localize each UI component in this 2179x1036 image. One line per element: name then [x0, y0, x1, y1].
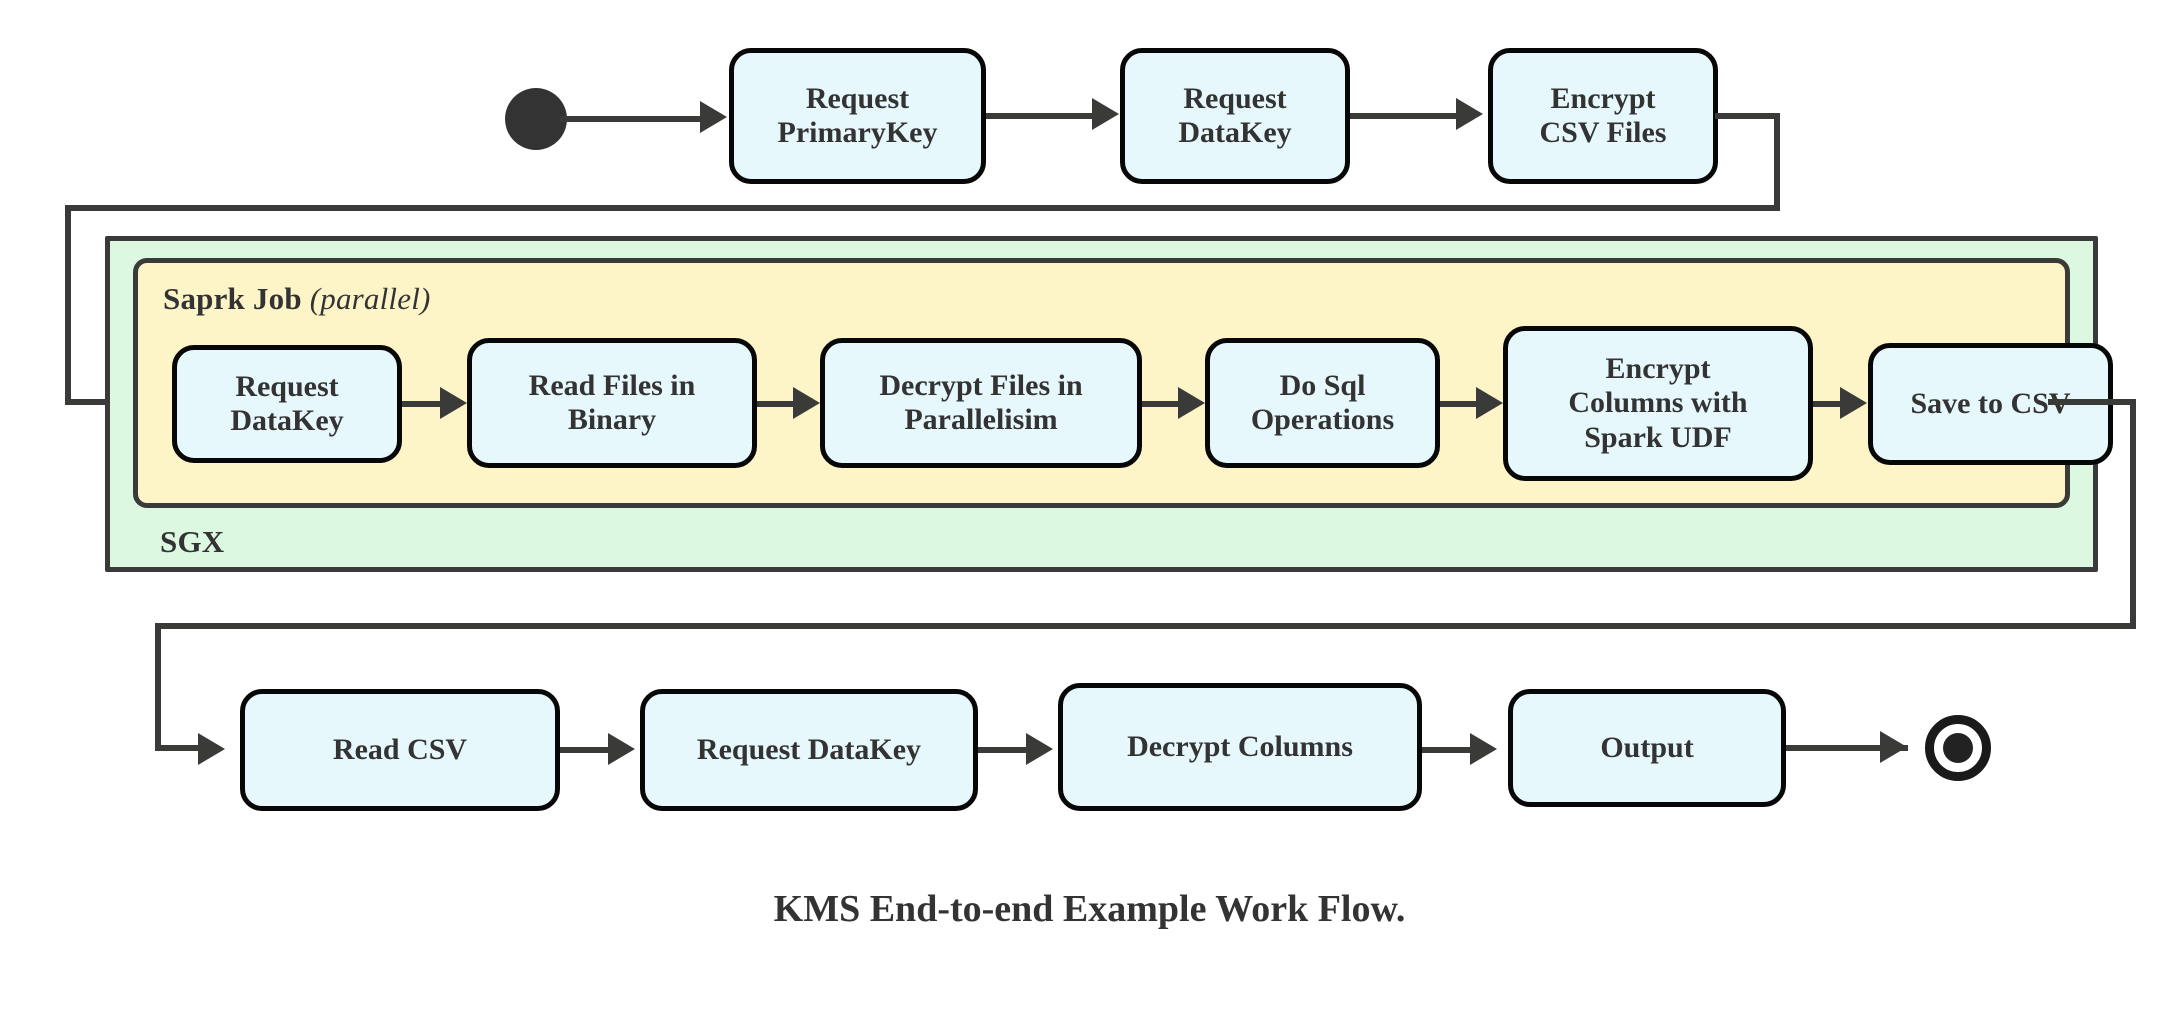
connector-primarykey-to-datakey [986, 113, 1106, 119]
arrowhead-readfiles-to-decrypt [793, 387, 820, 419]
container-sgx-label: SGX [160, 524, 225, 559]
connector-datakey-to-encrypt-csv [1350, 113, 1470, 119]
node-request-primarykey[interactable]: Request PrimaryKey [729, 48, 986, 184]
connector-savecsv-down [2130, 399, 2136, 629]
connector-readcsv-to-requestdatakey [560, 747, 622, 753]
end-terminal-core-icon [1943, 733, 1973, 763]
connector-readfiles-to-decrypt [757, 401, 807, 407]
connector-bottom-rail-into-readcsv [155, 745, 215, 751]
arrowhead-datakey-to-encrypt-csv [1456, 98, 1483, 130]
node-decrypt-files-parallel[interactable]: Decrypt Files in Parallelisim [820, 338, 1142, 468]
connector-datakeyspark-to-readfiles [402, 401, 454, 407]
connector-start-to-request-primarykey [560, 116, 710, 122]
node-request-datakey-spark[interactable]: Request DataKey [172, 345, 402, 463]
arrowhead-output-to-end [1880, 731, 1907, 763]
arrowhead-into-read-csv [198, 733, 225, 765]
container-spark-job-label: Saprk Job (parallel) [163, 281, 431, 317]
node-encrypt-csv-files[interactable]: Encrypt CSV Files [1488, 48, 1718, 184]
connector-output-to-end [1786, 745, 1908, 751]
arrowhead-decryptcolumns-to-output [1470, 733, 1497, 765]
spark-job-title: Saprk Job [163, 281, 302, 316]
connector-requestdatakey-to-decryptcolumns [978, 747, 1040, 753]
connector-bottom-rail-down [155, 623, 161, 751]
arrowhead-readcsv-to-requestdatakey [608, 733, 635, 765]
node-request-datakey-top[interactable]: Request DataKey [1120, 48, 1350, 184]
node-decrypt-columns[interactable]: Decrypt Columns [1058, 683, 1422, 811]
arrowhead-decrypt-to-sql [1178, 387, 1205, 419]
connector-encryptcsv-down [1774, 113, 1780, 211]
node-output[interactable]: Output [1508, 689, 1786, 807]
connector-decrypt-to-sql [1142, 401, 1192, 407]
connector-left-rail-down [65, 205, 71, 405]
arrowhead-datakeyspark-to-readfiles [440, 387, 467, 419]
node-do-sql-operations[interactable]: Do Sql Operations [1205, 338, 1440, 468]
spark-job-parallel-note: (parallel) [309, 281, 431, 316]
node-encrypt-columns-udf[interactable]: Encrypt Columns with Spark UDF [1503, 326, 1813, 481]
node-read-csv[interactable]: Read CSV [240, 689, 560, 811]
connector-savecsv-to-left [155, 623, 2136, 629]
node-request-datakey-out[interactable]: Request DataKey [640, 689, 978, 811]
connector-encryptcsv-exit-right [1715, 113, 1780, 119]
connector-encryptcsv-to-left [65, 205, 1780, 211]
connector-encryptcolumns-to-savecsv [1813, 401, 1855, 407]
arrowhead-start-to-request-primarykey [700, 101, 727, 133]
connector-decryptcolumns-to-output [1422, 747, 1484, 753]
connector-savecsv-exit-right [2048, 399, 2136, 405]
arrowhead-sql-to-encryptcolumns [1476, 387, 1503, 419]
arrowhead-encryptcolumns-to-savecsv [1840, 387, 1867, 419]
arrowhead-requestdatakey-to-decryptcolumns [1026, 733, 1053, 765]
diagram-caption: KMS End-to-end Example Work Flow. [773, 888, 1406, 930]
arrowhead-primarykey-to-datakey [1092, 98, 1119, 130]
connector-sql-to-encryptcolumns [1440, 401, 1490, 407]
node-read-files-in-binary[interactable]: Read Files in Binary [467, 338, 757, 468]
start-terminal-icon [505, 88, 567, 150]
